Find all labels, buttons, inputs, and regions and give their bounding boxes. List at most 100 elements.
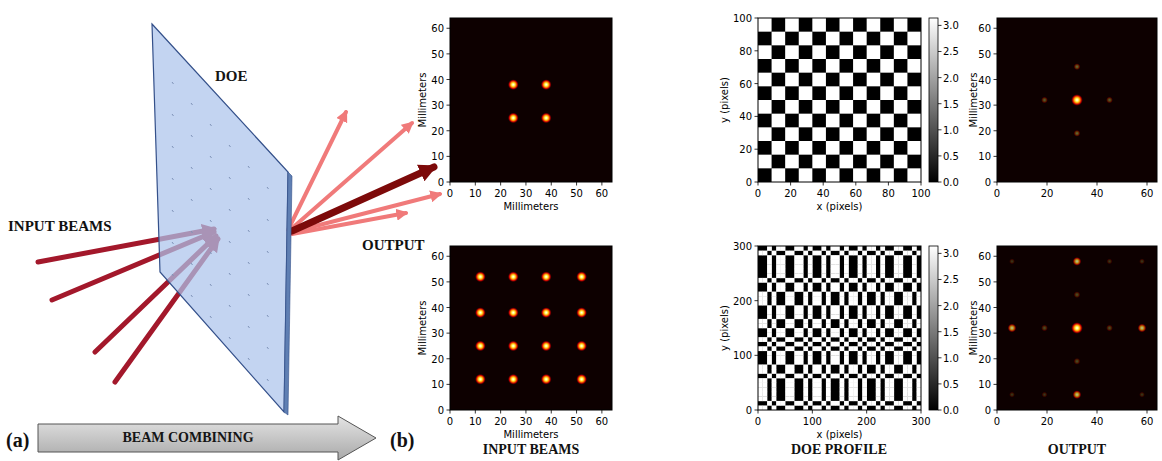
phase-cell xyxy=(767,360,772,365)
phase-cell xyxy=(867,328,872,333)
phase-cell xyxy=(849,301,854,306)
phase-cell xyxy=(817,292,822,297)
phase-cell xyxy=(889,301,894,306)
phase-cell xyxy=(826,364,831,369)
plate-texture xyxy=(191,295,193,297)
phase-cell xyxy=(840,100,854,114)
phase-cell xyxy=(849,319,854,324)
tick-mark xyxy=(447,358,451,359)
plate-texture xyxy=(172,114,174,116)
plate-edge xyxy=(284,172,292,415)
phase-cell xyxy=(894,45,908,59)
phase-cell xyxy=(785,18,799,32)
phase-cell xyxy=(821,342,826,347)
phase-cell xyxy=(808,310,813,315)
phase-cell xyxy=(785,127,799,141)
phase-cell xyxy=(835,351,840,356)
plate-texture xyxy=(248,358,250,360)
tick-mark xyxy=(866,410,867,414)
phase-cell xyxy=(794,355,799,360)
phase-cell xyxy=(907,387,912,392)
plate-texture xyxy=(248,198,250,200)
tick-label: 300 xyxy=(911,416,930,427)
tick-mark xyxy=(447,182,451,183)
phase-cell xyxy=(853,319,858,324)
phase-cell xyxy=(803,364,808,369)
phase-cell xyxy=(826,396,831,401)
tick-mark xyxy=(1047,410,1048,414)
phase-cell xyxy=(803,323,808,328)
phase-cell xyxy=(835,310,840,315)
phase-cell xyxy=(767,305,772,310)
phase-cell xyxy=(799,342,804,347)
axis-label: Millimeters xyxy=(417,300,428,355)
plate-texture xyxy=(229,145,231,147)
phase-cell xyxy=(826,392,831,397)
phase-cell xyxy=(826,346,831,351)
element-label: DOE xyxy=(215,68,248,85)
phase-cell xyxy=(844,328,849,333)
phase-cell xyxy=(903,296,908,301)
tick-label: 300 xyxy=(733,241,752,252)
tick-mark xyxy=(994,28,998,29)
phase-cell xyxy=(803,387,808,392)
beam-spot xyxy=(541,112,552,123)
phase-cell xyxy=(826,292,831,297)
phase-cell xyxy=(880,328,885,333)
phase-cell xyxy=(772,292,777,297)
phase-cell xyxy=(894,360,899,365)
phase-cell xyxy=(808,328,813,333)
phase-cell xyxy=(794,282,799,287)
phase-cell xyxy=(790,383,795,388)
phase-cell xyxy=(799,264,804,269)
phase-cell xyxy=(776,287,781,292)
phase-cell xyxy=(840,73,854,87)
tick-mark xyxy=(994,281,998,282)
plot xyxy=(450,246,612,410)
phase-cell xyxy=(830,246,835,251)
phase-cell xyxy=(903,251,908,256)
phase-cell xyxy=(781,374,786,379)
phase-cell xyxy=(817,296,822,301)
phase-cell xyxy=(894,282,899,287)
phase-cell xyxy=(758,100,772,114)
phase-cell xyxy=(853,392,858,397)
phase-cell xyxy=(808,360,813,365)
phase-cell xyxy=(871,282,876,287)
phase-cell xyxy=(799,269,804,274)
phase-cell xyxy=(867,401,872,406)
plate-texture xyxy=(191,199,193,201)
plate-texture xyxy=(172,82,174,84)
phase-cell xyxy=(840,155,854,169)
phase-cell xyxy=(867,360,872,365)
phase-cell xyxy=(880,310,885,315)
phase-cell xyxy=(781,255,786,260)
phase-cell xyxy=(907,392,912,397)
phase-cell xyxy=(867,260,872,265)
phase-cell xyxy=(781,282,786,287)
phase-cell xyxy=(858,273,863,278)
tick-label: 60 xyxy=(596,188,609,199)
colorbar-tick: 1.0 xyxy=(943,124,959,135)
phase-cell xyxy=(840,319,845,324)
tick-label: 20 xyxy=(1041,188,1054,199)
tick-label: 20 xyxy=(494,188,507,199)
phase-cell xyxy=(808,342,813,347)
tick-label: 0 xyxy=(746,405,752,416)
phase-cell xyxy=(790,319,795,324)
phase-cell xyxy=(844,287,849,292)
phase-cell xyxy=(894,100,908,114)
phase-cell xyxy=(898,255,903,260)
phase-cell xyxy=(826,59,840,73)
tick-label: 40 xyxy=(1091,416,1104,427)
phase-cell xyxy=(840,278,845,283)
tick-label: 0 xyxy=(994,416,1000,427)
tick-label: 60 xyxy=(596,416,609,427)
colorbar-tick: 2.5 xyxy=(943,46,959,57)
phase-cell xyxy=(885,337,890,342)
plate-texture xyxy=(267,315,269,317)
phase-cell xyxy=(781,269,786,274)
tick-label: 40 xyxy=(545,188,558,199)
phase-cell xyxy=(808,273,813,278)
phase-cell xyxy=(880,282,885,287)
